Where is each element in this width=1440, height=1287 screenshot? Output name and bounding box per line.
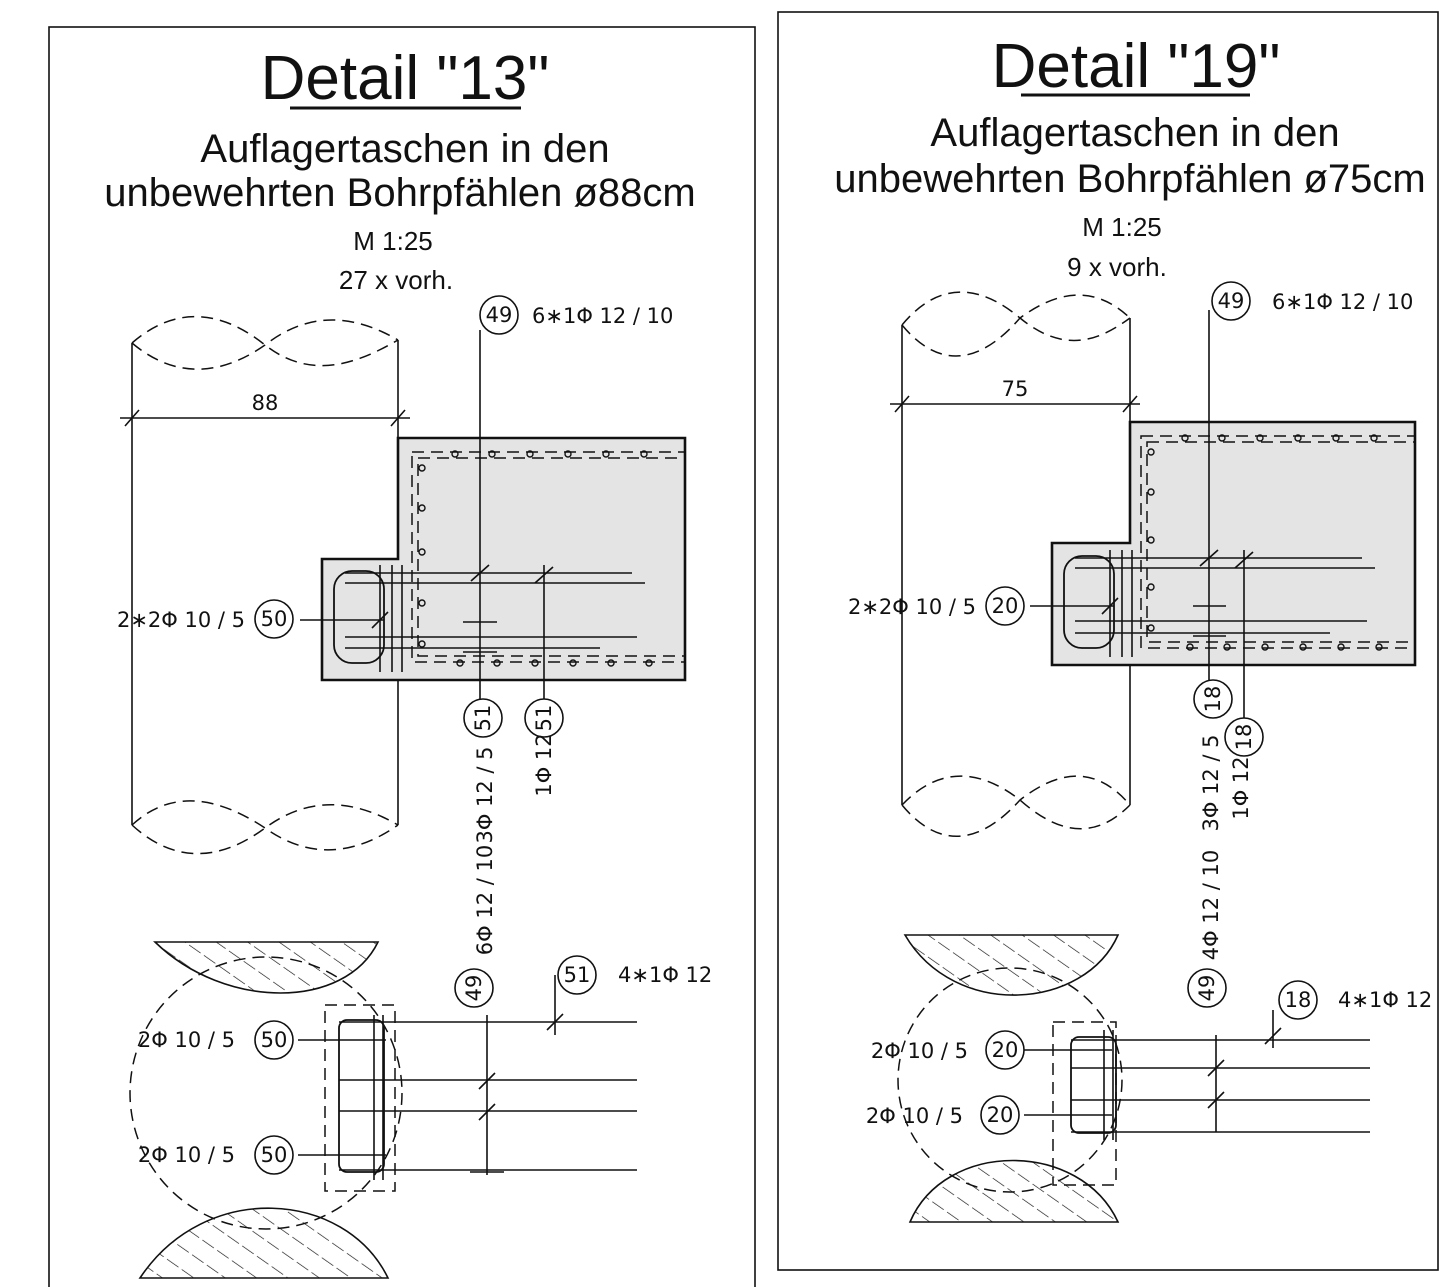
svg-text:49: 49 [486, 303, 513, 327]
right-pile-elevation: 75 [890, 291, 1140, 837]
left-pocket-section [300, 330, 687, 700]
right-plan-rebar-label: 4∗1Φ 12 [1338, 988, 1432, 1012]
left-pile-bottom-break [131, 800, 399, 851]
svg-text:50: 50 [261, 1143, 288, 1167]
svg-text:50: 50 [261, 607, 288, 631]
left-top-rebar-label: 6∗1Φ 12 / 10 [532, 304, 673, 328]
right-plan-view [897, 934, 1370, 1223]
left-plan-label-a: 2Φ 10 / 5 [138, 1028, 235, 1052]
left-pile-elevation: 88 [120, 315, 410, 855]
left-plan-label-b: 2Φ 10 / 5 [138, 1143, 235, 1167]
detail-19-panel: Detail "19" Auflagertaschen in den unbew… [777, 11, 1439, 1271]
left-side-rebar-label: 2∗2Φ 10 / 5 [117, 608, 245, 632]
right-subtitle-1: Auflagertaschen in den [930, 111, 1339, 155]
right-top-rebar-label: 6∗1Φ 12 / 10 [1272, 290, 1413, 314]
svg-text:18: 18 [1201, 686, 1225, 713]
left-subtitle-2: unbewehrten Bohrpfählen ø88cm [104, 171, 695, 215]
svg-text:20: 20 [992, 1038, 1019, 1062]
right-vert-label-a: 3Φ 12 / 5 [1199, 734, 1223, 831]
left-plan-view [129, 941, 637, 1279]
right-pile-circle [897, 967, 1123, 1193]
right-callout-plan-b: 20 2Φ 10 / 5 [866, 1095, 1020, 1135]
left-vert-label-b: 1Φ 12 [532, 733, 556, 796]
right-pocket-section [1030, 310, 1417, 720]
right-count: 9 x vorh. [1067, 252, 1167, 282]
right-callout-bottom-a: 18 [1193, 679, 1233, 719]
left-vert-label-a: 3Φ 12 / 5 [473, 746, 497, 843]
right-dimension-label: 75 [1002, 377, 1029, 401]
right-scale: M 1:25 [1082, 212, 1162, 242]
right-plan-label-b: 2Φ 10 / 5 [866, 1104, 963, 1128]
right-callout-bottom-b: 18 [1224, 717, 1264, 757]
left-hatch-top [153, 941, 380, 994]
svg-text:20: 20 [992, 594, 1019, 618]
svg-text:51: 51 [564, 963, 591, 987]
right-frame [777, 11, 1439, 1271]
right-title: Detail "19" [992, 32, 1281, 101]
svg-text:50: 50 [261, 1028, 288, 1052]
right-callout-side: 20 2∗2Φ 10 / 5 [848, 586, 1025, 626]
svg-text:49: 49 [1195, 975, 1219, 1002]
left-title: Detail "13" [261, 44, 550, 113]
svg-text:51: 51 [532, 705, 556, 732]
right-subtitle-2: unbewehrten Bohrpfählen ø75cm [834, 157, 1425, 201]
left-callout-top: 49 6∗1Φ 12 / 10 [479, 295, 673, 335]
right-vert-label-c: 4Φ 12 / 10 [1199, 850, 1223, 960]
svg-text:49: 49 [462, 975, 486, 1002]
left-concrete-body [320, 436, 687, 682]
left-callout-bottom-b: 51 [524, 698, 564, 738]
left-hatch-bottom [138, 1207, 390, 1279]
svg-text:18: 18 [1232, 724, 1256, 751]
left-count: 27 x vorh. [339, 265, 453, 295]
left-frame [48, 26, 756, 1287]
right-callout-top: 49 6∗1Φ 12 / 10 [1211, 281, 1413, 321]
left-callout-plan-a: 50 2Φ 10 / 5 [138, 1020, 294, 1060]
right-plan-label-a: 2Φ 10 / 5 [871, 1039, 968, 1063]
svg-text:51: 51 [471, 705, 495, 732]
right-callout-plan-a: 20 2Φ 10 / 5 [871, 1030, 1025, 1070]
left-subtitle-1: Auflagertaschen in den [200, 127, 609, 171]
left-callout-plan-top: 51 4∗1Φ 12 [557, 955, 712, 995]
right-vert-label-b: 1Φ 12 [1229, 756, 1253, 819]
left-pile-circle [129, 956, 403, 1230]
left-callout-side: 50 2∗2Φ 10 / 5 [117, 599, 294, 639]
left-dimension-label: 88 [252, 391, 279, 415]
right-side-rebar-label: 2∗2Φ 10 / 5 [848, 595, 976, 619]
left-vert-label-c: 6Φ 12 / 10 [473, 845, 497, 955]
right-callout-plan-top: 18 4∗1Φ 12 [1278, 980, 1432, 1020]
left-callout-plan-b: 50 2Φ 10 / 5 [138, 1135, 294, 1175]
left-plan-rebar-label: 4∗1Φ 12 [618, 963, 712, 987]
left-rebar-dots [418, 450, 653, 667]
left-callout-plan-v: 49 [454, 968, 494, 1008]
right-callout-plan-v: 49 [1187, 968, 1227, 1008]
detail-13-panel: Detail "13" Auflagertaschen in den unbew… [48, 26, 756, 1287]
svg-text:18: 18 [1285, 988, 1312, 1012]
svg-text:49: 49 [1218, 289, 1245, 313]
left-callout-bottom-a: 51 [463, 698, 503, 738]
left-scale: M 1:25 [353, 226, 433, 256]
left-pile-top-break [131, 315, 399, 367]
svg-text:20: 20 [987, 1103, 1014, 1127]
